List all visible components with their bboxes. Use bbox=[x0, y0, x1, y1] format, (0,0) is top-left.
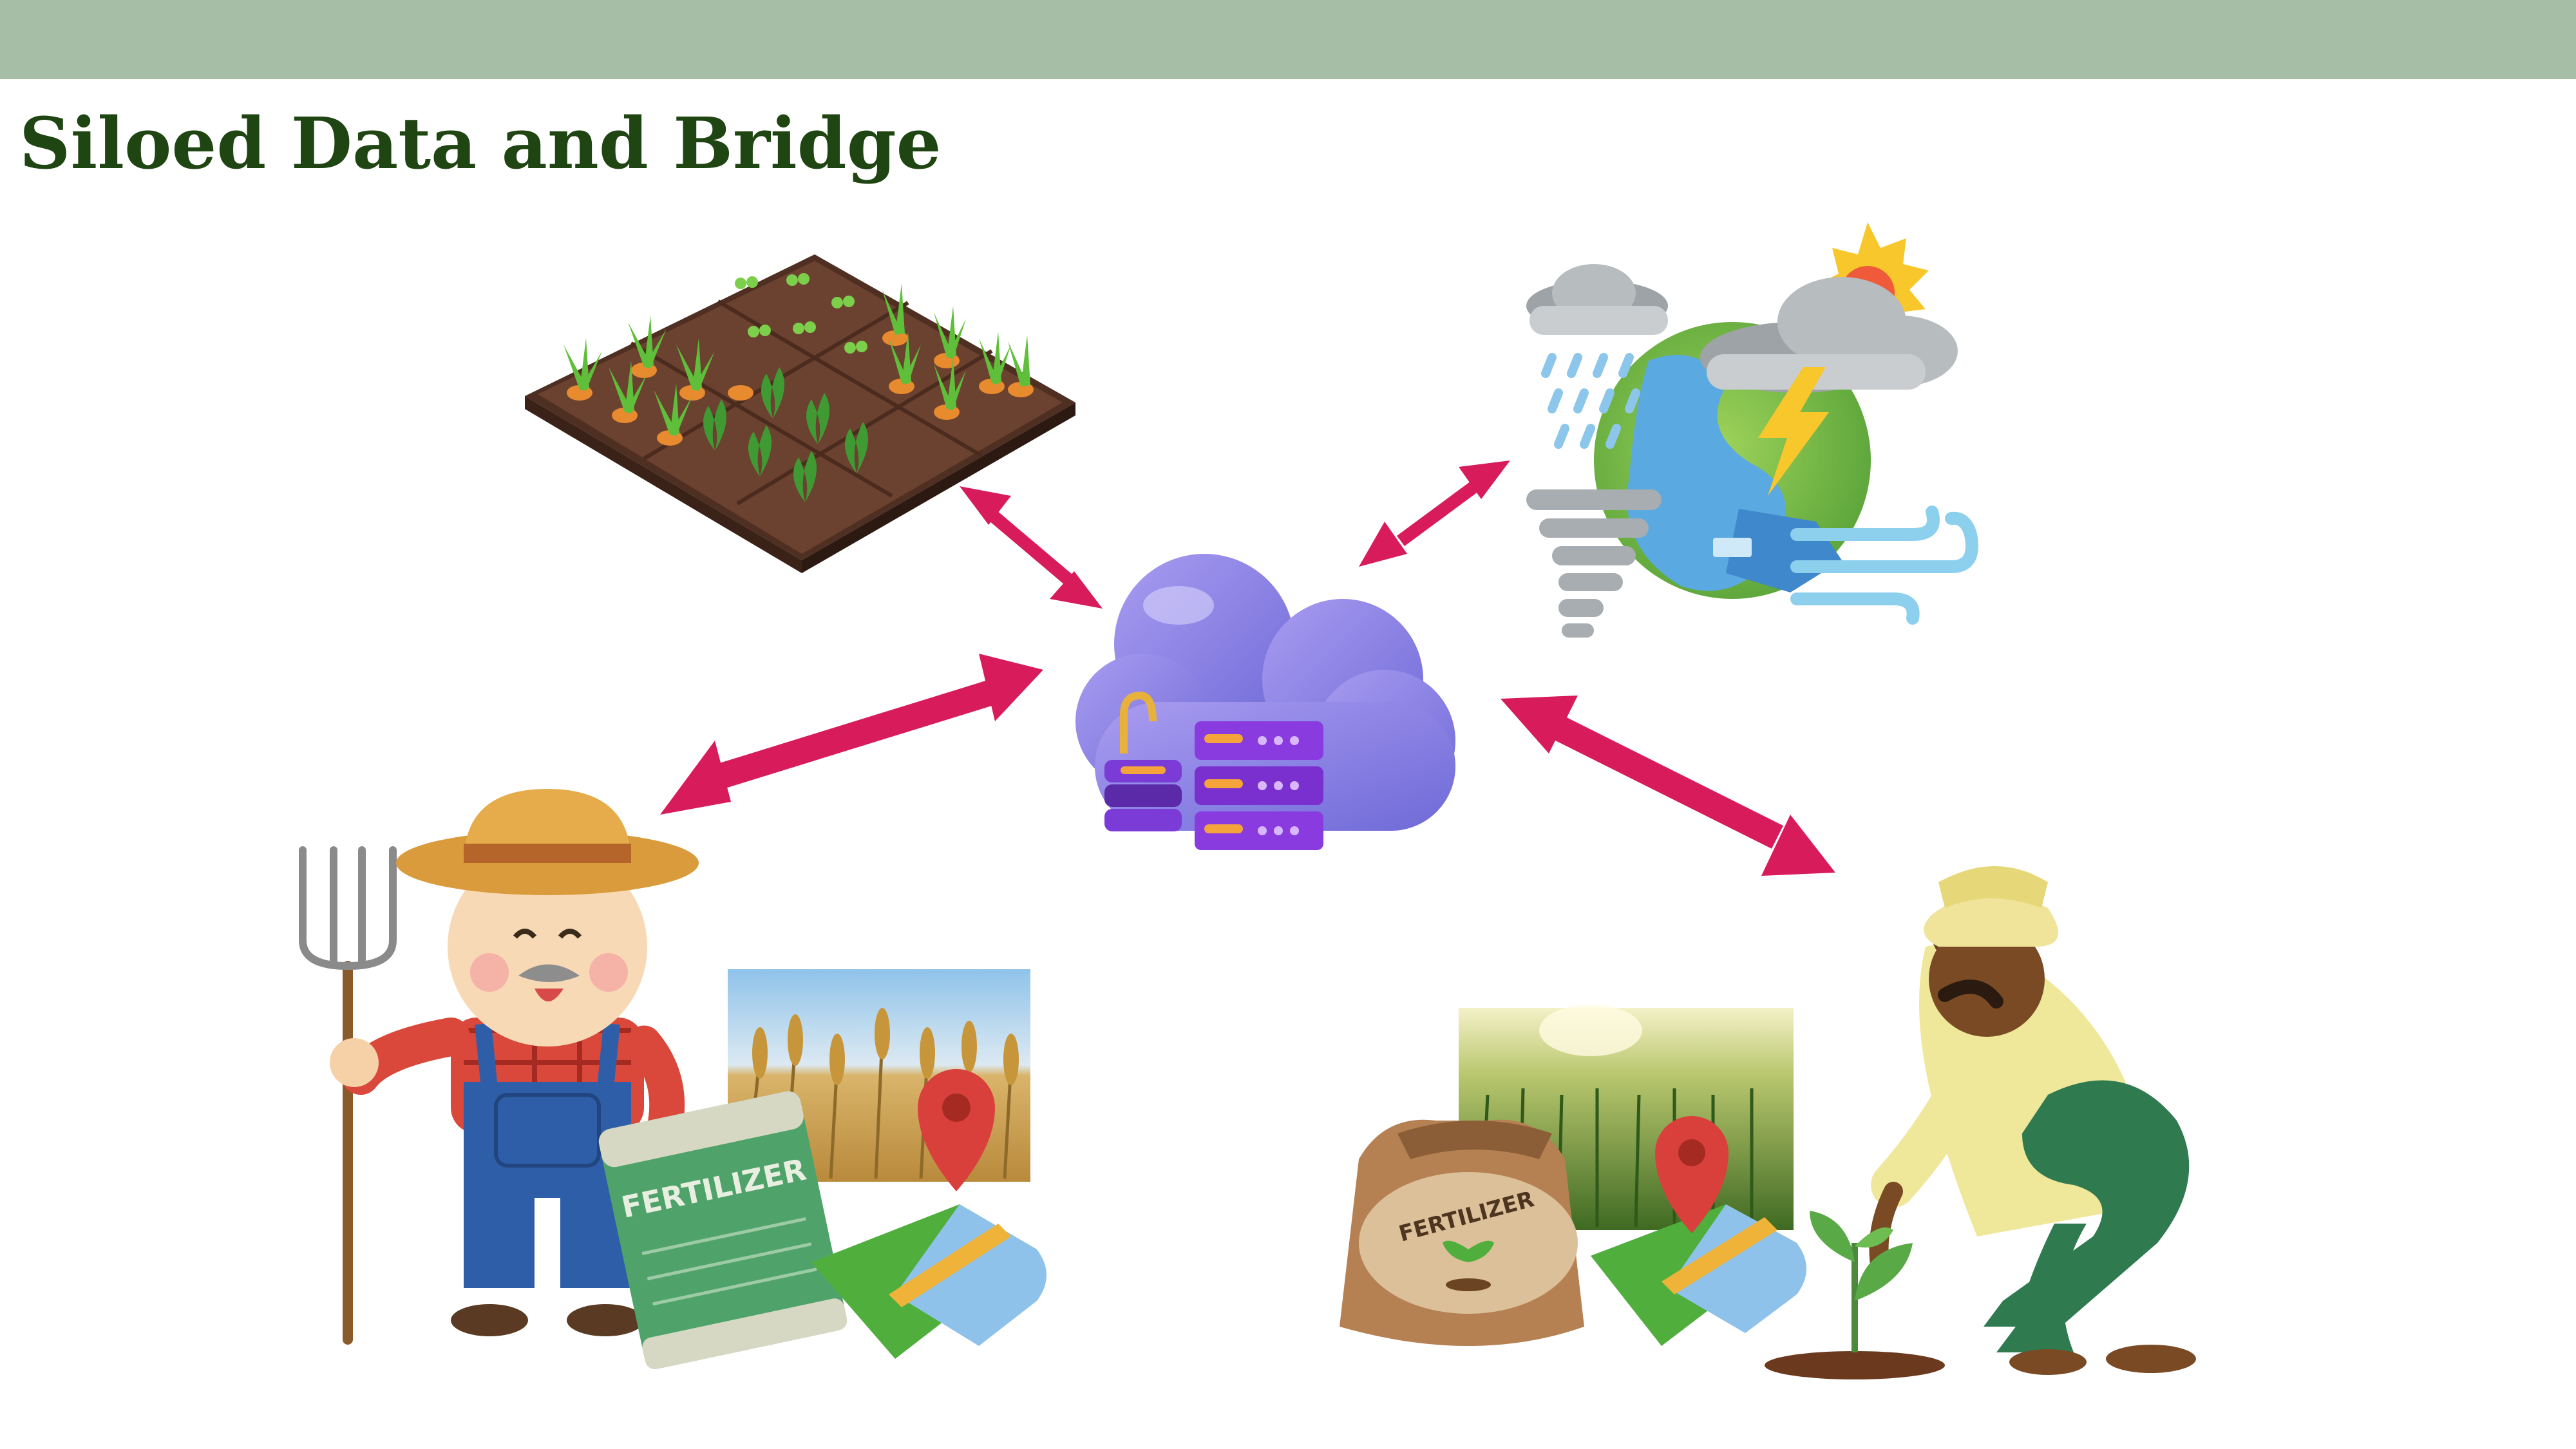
server-rack-icon bbox=[1195, 721, 1323, 850]
lightning-icon bbox=[1758, 367, 1829, 496]
arrow-left-farmer-cloud bbox=[660, 654, 1043, 815]
carrot-sprouts bbox=[564, 273, 1034, 502]
seedling-icon bbox=[1765, 1211, 1945, 1379]
header-band bbox=[0, 0, 2576, 79]
page-title: Siloed Data and Bridge bbox=[19, 102, 942, 185]
map-pin-icon bbox=[811, 1069, 1046, 1359]
farmer-with-pitchfork: FERTILIZER bbox=[299, 789, 1046, 1370]
database-icon bbox=[1104, 691, 1182, 831]
pitchfork-icon bbox=[299, 846, 397, 1345]
cloud-server-icon bbox=[1075, 554, 1455, 850]
weather-globe-icon bbox=[1526, 222, 1978, 638]
farmer-figure bbox=[1869, 866, 2196, 1375]
wind-icon bbox=[1790, 506, 1978, 625]
rain-cloud-icon bbox=[1526, 264, 1668, 449]
connection-arrows bbox=[660, 460, 1835, 876]
farmer-body bbox=[330, 789, 699, 1336]
crop-field-icon bbox=[525, 254, 1075, 573]
map-pin-icon-right bbox=[1591, 1116, 1806, 1346]
fertilizer-sack-icon: FERTILIZER bbox=[1340, 1119, 1584, 1346]
fertilizer-bag-icon: FERTILIZER bbox=[598, 1091, 848, 1370]
farmer-planting-seedling: FERTILIZER bbox=[1340, 866, 2196, 1379]
tornado-icon bbox=[1526, 489, 1662, 638]
storm-cloud-icon bbox=[1700, 277, 1958, 393]
arrow-field-cloud bbox=[960, 486, 1103, 609]
arrow-right-farmer-cloud bbox=[1501, 696, 1835, 876]
arrow-weather-cloud bbox=[1359, 460, 1510, 567]
